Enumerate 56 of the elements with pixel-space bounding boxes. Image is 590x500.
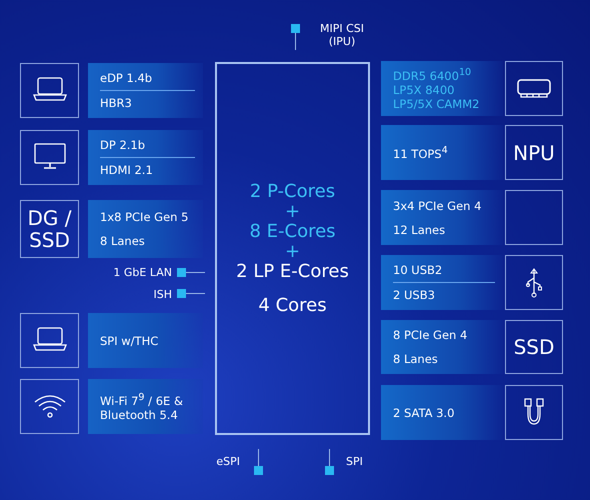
block-label: + (284, 202, 300, 222)
port-label: ISH (152, 288, 172, 301)
text-panel (88, 63, 203, 118)
panel-text: LP5X 8400 (393, 82, 456, 97)
icon-frame (505, 125, 563, 180)
port-label: SPI (346, 455, 364, 468)
panel-text: SPI w/THC (100, 334, 160, 348)
text-panel (381, 61, 503, 116)
text-panel (381, 385, 503, 440)
icon-frame (505, 385, 563, 440)
panel-text: 8 Lanes (393, 351, 439, 368)
text-panel (381, 320, 503, 374)
port-label: eSPI (215, 455, 240, 468)
icon-frame (20, 200, 79, 258)
panel-text: 2 USB3 (393, 287, 436, 304)
panel-text: 11 TOPS$^{4}$ (393, 144, 449, 161)
panel-text: 1x8 PCIe Gen 5 (100, 209, 190, 226)
panel-text: 8 Lanes (100, 233, 146, 250)
block-label: 2 P-Cores (250, 182, 336, 202)
port-label: 1 GbE LAN (112, 266, 172, 279)
processor-block (215, 62, 370, 435)
block-label: NPU (513, 142, 555, 164)
block-label: + (284, 242, 300, 262)
panel-text: HDMI 2.1 (100, 162, 154, 179)
panel-text: 2 SATA 3.0 (393, 406, 456, 420)
icon-frame (20, 130, 79, 185)
icon-frame (20, 379, 79, 434)
icon-frame (20, 313, 79, 368)
block-label: SSD (514, 336, 554, 358)
icon-frame (505, 255, 563, 310)
text-panel (88, 130, 203, 185)
panel-text: eDP 1.4b (100, 66, 195, 91)
text-panel (381, 125, 503, 180)
text-panel (381, 255, 503, 310)
text-panel (88, 379, 203, 434)
panel-text: DDR5 6400$^{10}$ (393, 66, 472, 83)
panel-text: HBR3 (100, 95, 133, 112)
block-label: 4 Cores (258, 296, 327, 316)
panel-text: 10 USB2 (393, 258, 495, 283)
panel-text: 8 PCIe Gen 4 (393, 327, 468, 344)
icon-frame (505, 61, 563, 116)
panel-text: Wi-Fi 7$^{9}$ / 6E & Bluetooth 5.4 (100, 391, 184, 422)
icon-frame (505, 320, 563, 374)
block-label: 8 E-Cores (249, 222, 336, 242)
panel-text: 12 Lanes (393, 222, 446, 238)
block-label: DG / SSD (26, 207, 72, 251)
block-label: 2 LP E-Cores (236, 262, 349, 282)
panel-text: 3x4 PCIe Gen 4 (393, 198, 482, 214)
icon-frame (505, 190, 563, 245)
text-panel (88, 313, 203, 368)
text-panel (88, 200, 203, 258)
port-label: MIPI CSI (IPU) (318, 22, 366, 48)
panel-text: LP5/5X CAMM2 (393, 96, 480, 111)
panel-text: DP 2.1b (100, 133, 195, 158)
icon-frame (20, 63, 79, 118)
text-panel (381, 190, 503, 245)
